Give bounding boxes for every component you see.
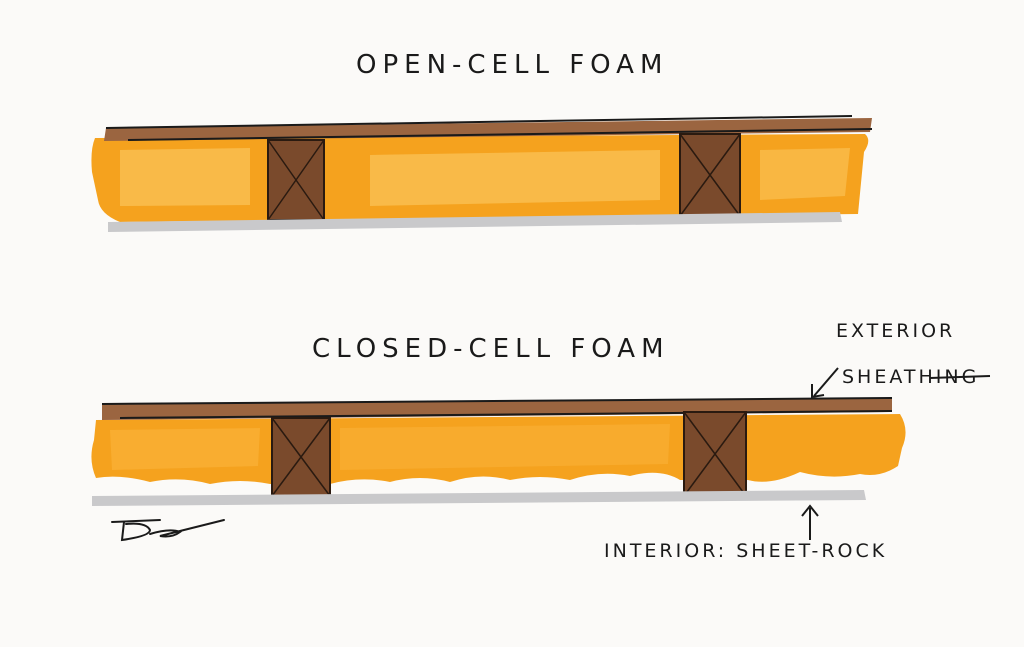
open-cell-sheathing-line xyxy=(105,115,853,129)
exterior-callout-arrow xyxy=(811,367,991,399)
closed-cell-foam-highlight xyxy=(110,428,260,470)
open-cell-title: OPEN-CELL FOAM xyxy=(356,50,669,80)
artist-signature xyxy=(111,519,225,542)
open-cell-panel xyxy=(91,115,873,232)
exterior-label-line2: SHEATHING xyxy=(842,366,980,388)
closed-cell-sheathing-line xyxy=(119,410,893,419)
interior-label: INTERIOR: SHEET-ROCK xyxy=(604,540,888,562)
open-cell-foam-highlight xyxy=(370,150,660,206)
interior-callout-arrow xyxy=(801,504,819,540)
open-cell-sheathing-line xyxy=(127,128,873,141)
closed-cell-panel xyxy=(91,397,906,506)
closed-cell-stud-right xyxy=(683,411,747,497)
open-cell-sheathing xyxy=(104,118,872,141)
closed-cell-sheathing-line xyxy=(101,397,893,405)
open-cell-sheetrock xyxy=(108,212,842,232)
open-cell-foam-highlight xyxy=(760,148,850,200)
exterior-label-line1: EXTERIOR xyxy=(836,320,956,342)
open-cell-stud-right xyxy=(679,133,741,217)
closed-cell-foam-highlight xyxy=(340,424,670,470)
closed-cell-sheetrock xyxy=(92,490,866,506)
open-cell-stud-left xyxy=(267,139,325,221)
closed-cell-title: CLOSED-CELL FOAM xyxy=(312,334,670,364)
closed-cell-stud-left xyxy=(271,417,331,497)
open-cell-foam-highlight xyxy=(120,148,250,206)
